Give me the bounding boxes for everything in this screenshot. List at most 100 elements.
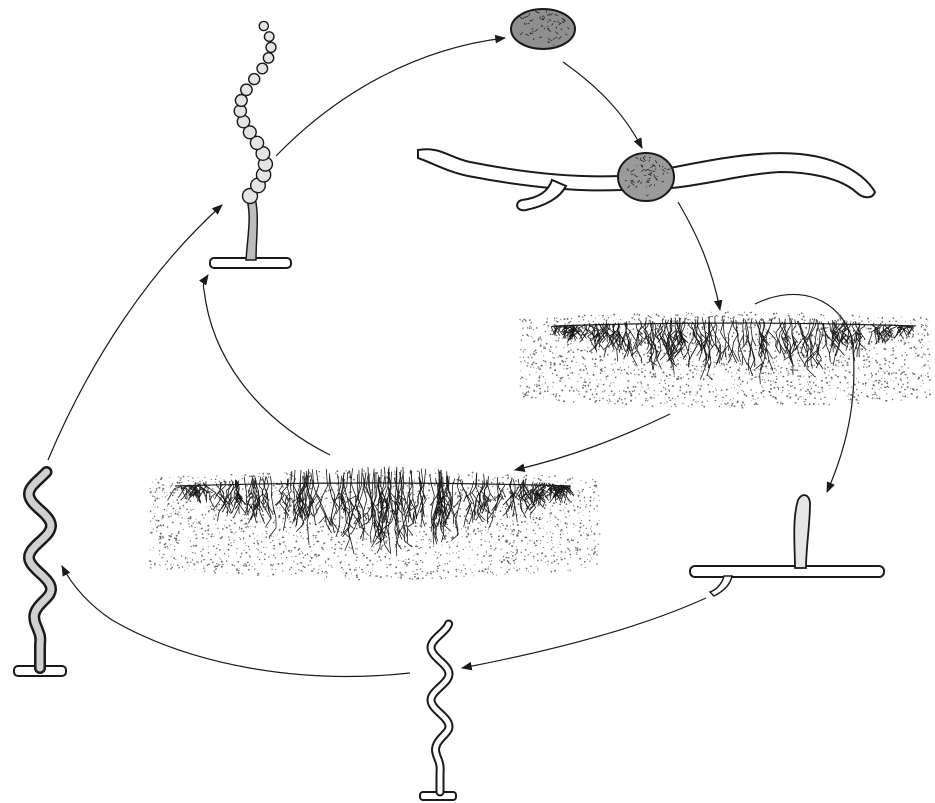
stipple-dot (594, 363, 596, 365)
stipple-dot (929, 394, 931, 396)
stipple-dot (218, 544, 219, 545)
stipple-dot (215, 524, 216, 525)
stipple-dot (916, 389, 918, 391)
stipple-dot (272, 540, 274, 542)
stipple-dot (876, 362, 878, 364)
stipple-dot (636, 353, 637, 354)
stipple-dot (811, 388, 812, 389)
stipple-dot (552, 373, 553, 374)
stipple-dot (220, 478, 221, 479)
stipple-dot (871, 377, 872, 378)
stipple-dot (573, 523, 575, 525)
stipple-dot (579, 365, 580, 366)
stipple-dot (211, 508, 213, 510)
stipple-dot (709, 391, 711, 393)
stipple-dot (526, 486, 528, 488)
stipple-dot (646, 389, 647, 390)
stipple-dot (644, 376, 646, 378)
stipple-dot (595, 365, 596, 366)
stipple-dot (620, 396, 621, 397)
stipple-dot (251, 476, 252, 477)
stipple-dot (907, 397, 908, 398)
stipple-dot (343, 541, 344, 542)
stipple-dot (773, 387, 775, 389)
stipple-dot (797, 360, 798, 361)
stipple-dot (558, 399, 560, 401)
stipple-dot (595, 391, 596, 392)
stipple-dot (903, 384, 904, 385)
stipple-dot (875, 359, 877, 361)
stipple-dot (739, 386, 740, 387)
stipple-dot (776, 312, 778, 314)
stipple-dot (245, 507, 246, 508)
stipple-dot (441, 545, 442, 546)
stipple-dot (775, 356, 777, 358)
stipple-dot (520, 361, 521, 362)
stipple-dot (731, 376, 732, 377)
stipple-dot (360, 507, 361, 508)
stipple-dot (694, 319, 696, 321)
stipple-dot (641, 405, 642, 406)
stipple-dot (929, 341, 930, 342)
stipple-dot (793, 333, 794, 334)
stipple-dot (568, 548, 569, 549)
stipple-dot (881, 378, 882, 379)
stipple-dot (177, 513, 179, 515)
stipple-dot (828, 375, 829, 376)
stipple-dot (489, 541, 490, 542)
stipple-dot (871, 320, 872, 321)
stipple-dot (924, 391, 925, 392)
stipple-dot (651, 364, 652, 365)
stipple-dot (835, 374, 837, 376)
stipple-dot (659, 383, 660, 384)
stipple-dot (386, 553, 387, 554)
stipple-dot (687, 332, 688, 333)
stipple-dot (556, 374, 558, 376)
stipple-dot (547, 521, 548, 522)
stipple-dot (624, 369, 625, 370)
stipple-dot (864, 374, 866, 376)
stipple-dot (910, 323, 911, 324)
stipple-dot (224, 525, 225, 526)
stipple-dot (157, 507, 158, 508)
stipple-dot (921, 356, 922, 357)
stipple-dot (199, 481, 201, 483)
stipple-dot (416, 535, 417, 536)
stipple-dot (283, 552, 284, 553)
stipple-dot (259, 473, 260, 474)
stipple-dot (241, 552, 243, 554)
stipple-dot (492, 486, 493, 487)
stipple-dot (901, 355, 903, 357)
stipple-dot (677, 363, 679, 365)
stipple-dot (541, 375, 542, 376)
stipple-dot (519, 568, 520, 569)
stipple-dot (345, 497, 346, 498)
stipple-dot (184, 570, 185, 571)
stipple-dot (921, 357, 922, 358)
stipple-dot (742, 381, 744, 383)
stipple-dot (694, 368, 696, 370)
stipple-dot (727, 311, 729, 313)
stipple-dot (547, 542, 548, 543)
stipple-dot (157, 482, 159, 484)
stipple-dot (789, 397, 791, 399)
stipple-dot (174, 537, 176, 539)
stipple-dot (690, 391, 692, 393)
stipple-dot (585, 567, 586, 568)
stipple-dot (198, 521, 200, 523)
stipple-dot (159, 487, 161, 489)
stipple-dot (876, 353, 877, 354)
stipple-dot (555, 501, 557, 503)
stipple-dot (594, 485, 596, 487)
stipple-dot (415, 553, 416, 554)
mycelium-lower-stage (149, 467, 600, 581)
stipple-dot (180, 523, 182, 525)
stipple-dot (741, 390, 742, 391)
stipple-dot (341, 516, 342, 517)
stipple-dot (228, 536, 229, 537)
stipple-dot (170, 535, 172, 537)
stipple-dot (673, 381, 674, 382)
stipple-dot (644, 391, 646, 393)
stipple-dot (609, 385, 611, 387)
